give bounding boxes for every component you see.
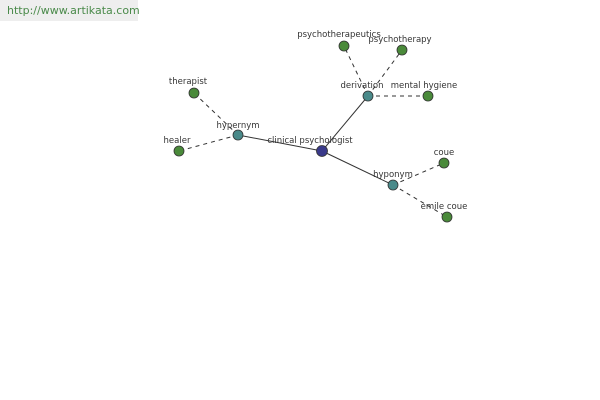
nodes-layer: clinical psychologist hypernym derivation h… (164, 30, 468, 223)
node-hyponym[interactable]: hyponym (373, 170, 413, 191)
edge-root-to-derivation (321, 95, 369, 152)
site-url-banner[interactable]: http://www.artikata.com (0, 0, 140, 21)
node-dot-psychotherapeutics[interactable] (338, 40, 350, 52)
node-emile-coue[interactable]: emile coue (421, 202, 468, 223)
node-dot-hypernym[interactable] (232, 129, 244, 141)
node-derivation[interactable]: derivation (340, 81, 384, 102)
node-mental-hygiene[interactable]: mental hygiene (391, 81, 458, 102)
node-root[interactable]: clinical psychologist (267, 136, 353, 157)
node-dot-coue[interactable] (438, 157, 450, 169)
node-dot-root[interactable] (316, 145, 328, 157)
node-label-hyponym[interactable]: hyponym (373, 170, 413, 180)
edges-layer (178, 45, 448, 218)
edge-derivation-to-psychotherapeutics (343, 45, 369, 97)
node-label-emile-coue[interactable]: emile coue (421, 202, 468, 212)
edge-hyponym-to-emile-coue (392, 184, 448, 218)
edge-hyponym-to-coue (392, 162, 445, 186)
node-psychotherapeutics[interactable]: psychotherapeutics (297, 30, 381, 52)
node-label-root[interactable]: clinical psychologist (267, 136, 353, 146)
edge-root-to-hypernym (237, 134, 323, 152)
node-dot-psychotherapy[interactable] (396, 44, 408, 56)
site-url-text[interactable]: http://www.artikata.com (7, 4, 140, 17)
node-healer[interactable]: healer (164, 136, 191, 157)
node-label-derivation[interactable]: derivation (340, 81, 383, 91)
edge-derivation-to-psychotherapy (367, 49, 403, 97)
node-dot-healer[interactable] (173, 145, 185, 157)
node-dot-emile-coue[interactable] (441, 211, 453, 223)
node-label-therapist[interactable]: therapist (169, 77, 208, 87)
node-dot-therapist[interactable] (188, 87, 200, 99)
node-label-mental-hygiene[interactable]: mental hygiene (391, 81, 458, 91)
node-psychotherapy[interactable]: psychotherapy (368, 35, 432, 56)
edge-root-to-hyponym (321, 150, 394, 186)
node-therapist[interactable]: therapist (169, 77, 208, 99)
node-label-coue[interactable]: coue (434, 148, 455, 158)
edge-hypernym-to-healer (178, 134, 239, 152)
node-dot-hyponym[interactable] (387, 179, 399, 191)
node-hypernym[interactable]: hypernym (216, 121, 260, 141)
node-label-healer[interactable]: healer (164, 136, 191, 146)
node-dot-derivation[interactable] (362, 90, 374, 102)
node-dot-mental-hygiene[interactable] (422, 90, 434, 102)
node-label-psychotherapy[interactable]: psychotherapy (368, 35, 431, 45)
node-label-psychotherapeutics[interactable]: psychotherapeutics (297, 30, 381, 40)
node-coue[interactable]: coue (434, 148, 455, 169)
edge-hypernym-to-therapist (193, 92, 239, 136)
node-label-hypernym[interactable]: hypernym (216, 121, 259, 131)
